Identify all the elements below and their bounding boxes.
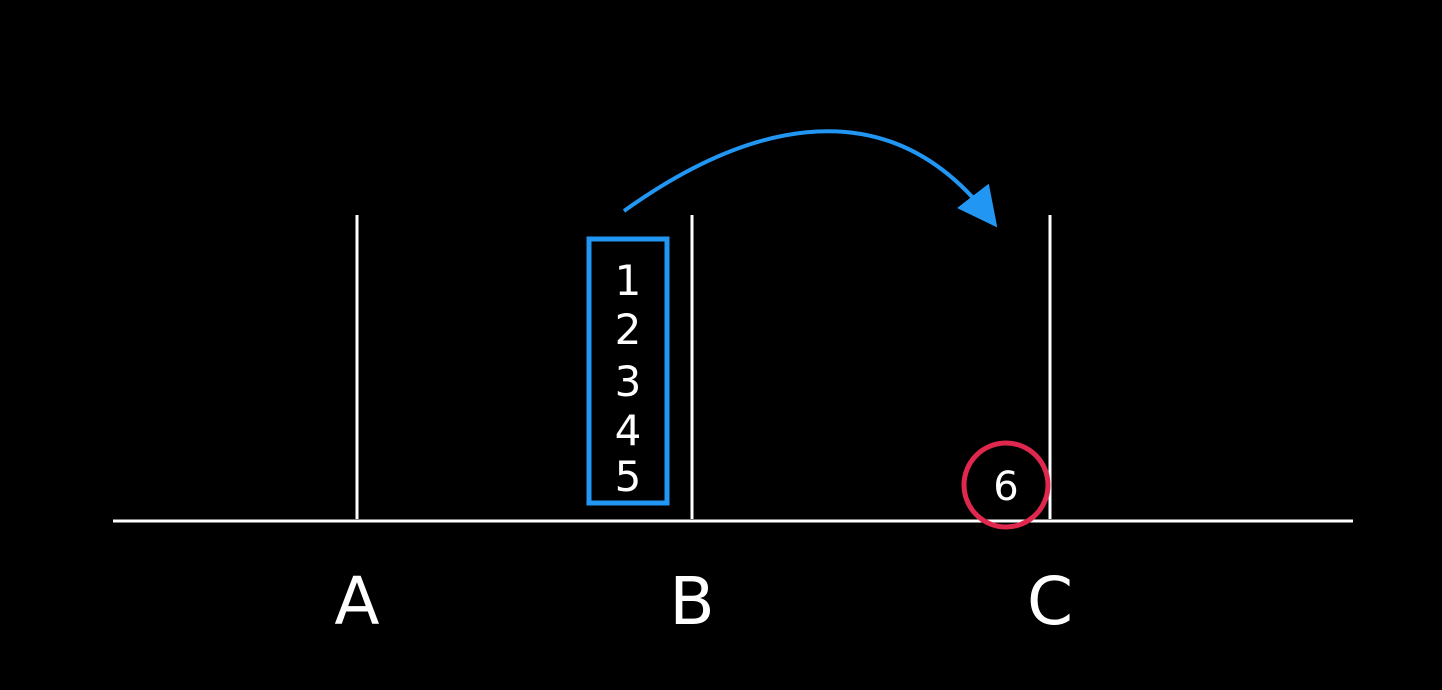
peg-label-a: A xyxy=(334,563,379,640)
stack-disk-1: 1 xyxy=(615,256,642,305)
peg-label-b: B xyxy=(669,563,714,640)
stack-disk-2: 2 xyxy=(615,305,642,354)
move-arrow xyxy=(622,129,998,228)
peg-label-c: C xyxy=(1027,563,1073,640)
stack-disk-3: 3 xyxy=(615,357,642,406)
moving-stack-box xyxy=(586,236,670,506)
stack-disk-5: 5 xyxy=(615,452,642,501)
highlighted-disk-circle xyxy=(961,440,1051,530)
stack-disk-4: 4 xyxy=(615,406,642,455)
highlighted-disk-label: 6 xyxy=(993,464,1018,510)
